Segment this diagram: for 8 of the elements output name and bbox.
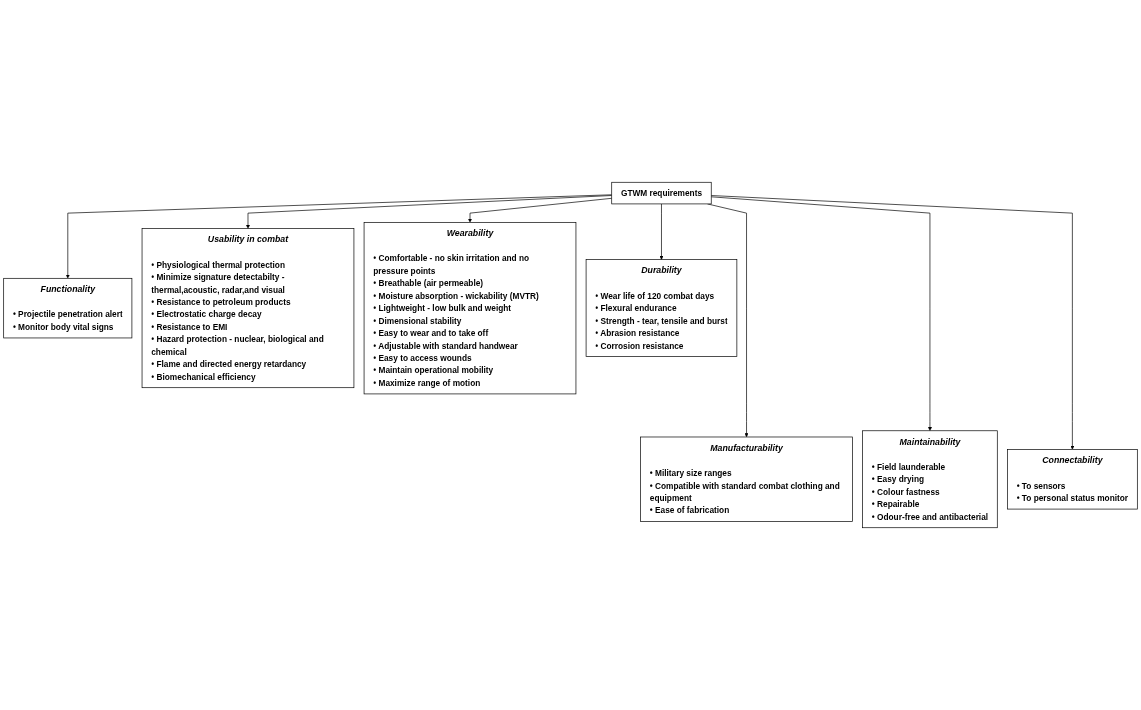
node-box: Connectability • To sensors • To personal status monitor bbox=[1007, 449, 1138, 510]
node-box: GTWM requirements bbox=[611, 181, 712, 205]
node-box: Wearability • Comfortable - no skin irritation and no pressure points • Breathable (air permeable) • Moisture absorption - wickability (MVTR) • Lightweight - low bulk and weight • Dimensional stability • Easy to wear and to take off • Adjustable with standard handwear • Easy to access wounds • Maintain operational mobility • Maximize range of motion bbox=[363, 222, 577, 395]
node-box: Durability • Wear life of 120 combat days • Flexural endurance • Strength - tear, tensile and burst • Abrasion resistance • Corrosion resistance bbox=[585, 259, 738, 357]
node-box: Usability in combat • Physiological thermal protection • Minimize signature detectabilty - thermal,acoustic, radar,and visual • Resistance to petroleum products • Electrostatic charge decay • Resistance to EMI • Hazard protection - nuclear, biological and chemical • Flame and directed energy retardancy • Biomechanical efficiency bbox=[141, 228, 355, 389]
node-box: Maintainability • Field launderable • Easy drying • Colour fastness • Repairable • Odour-free and antibacterial bbox=[862, 430, 998, 529]
node-box: Functionality • Projectile penetration alert • Monitor body vital signs bbox=[3, 277, 133, 339]
node-box: Manufacturability • Military size ranges • Compatible with standard combat clothing and equipment • Ease of fabrication bbox=[640, 436, 853, 522]
